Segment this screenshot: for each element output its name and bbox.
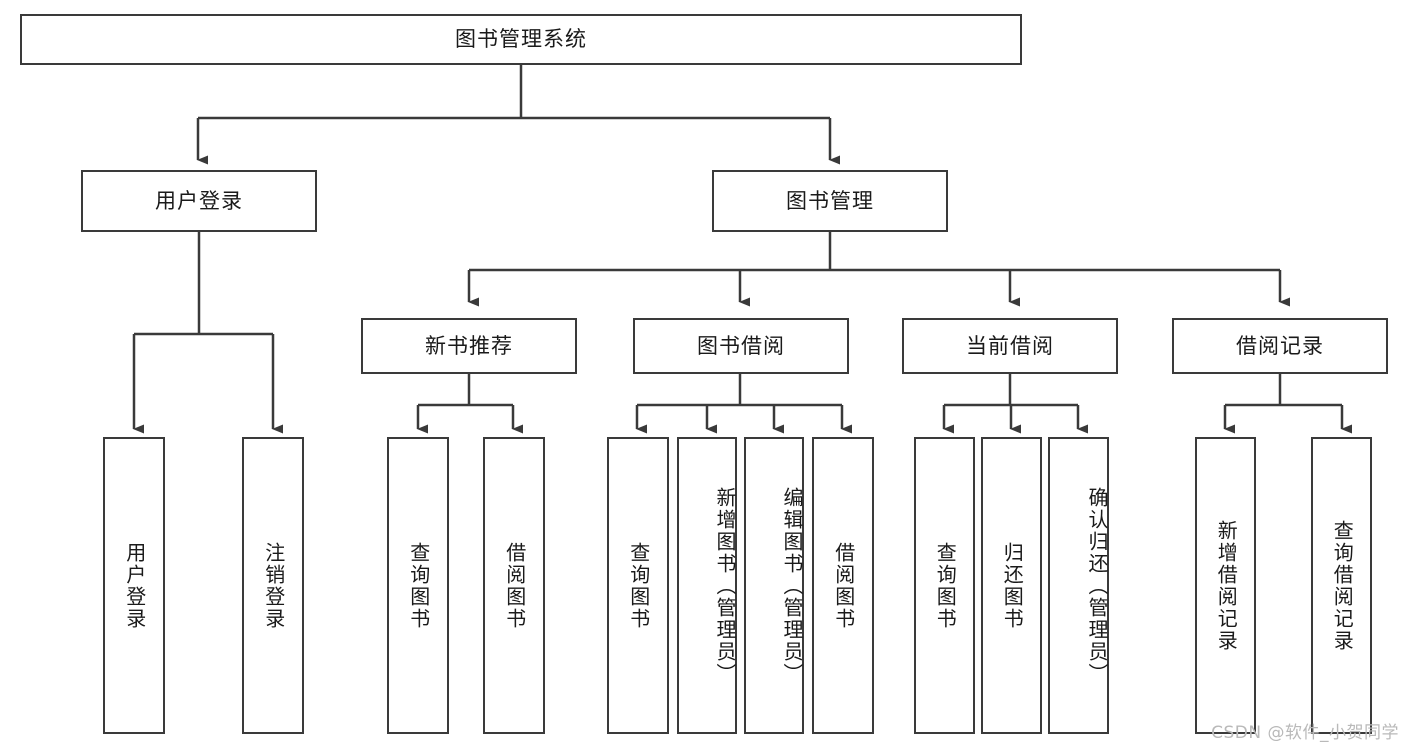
node-label: 查询借阅记录 [1330,519,1355,652]
node-label: 图书管理 [786,188,874,213]
leaf-new-book-query-book[interactable]: 查询图书 [387,437,449,734]
node-label: 编辑图书（管理员） [780,486,804,685]
leaf-borrow-record-add-record[interactable]: 新增借阅记录 [1195,437,1256,734]
node-label: 用户登录 [122,541,147,630]
node-label: 新增图书（管理员） [713,486,737,685]
node-label: 用户登录 [155,188,243,213]
leaf-book-borrow-borrow-book[interactable]: 借阅图书 [812,437,874,734]
leaf-book-borrow-edit-book-admin[interactable]: 编辑图书（管理员） [744,437,804,734]
node-label: 查询图书 [626,541,651,630]
node-label: 借阅图书 [502,541,527,630]
watermark: CSDN @软件_小贺同学 [1211,723,1399,743]
node-borrow-record[interactable]: 借阅记录 [1172,318,1388,374]
node-label: 新书推荐 [425,333,513,358]
leaf-book-borrow-query-book[interactable]: 查询图书 [607,437,669,734]
leaf-current-borrow-confirm-return-admin[interactable]: 确认归还（管理员） [1048,437,1109,734]
node-new-book-recommend[interactable]: 新书推荐 [361,318,577,374]
node-label: 当前借阅 [966,333,1054,358]
leaf-current-borrow-return-book[interactable]: 归还图书 [981,437,1042,734]
node-label: 查询图书 [933,541,958,630]
node-label: 借阅图书 [831,541,856,630]
node-label: 确认归还（管理员） [1085,486,1109,685]
leaf-book-borrow-add-book-admin[interactable]: 新增图书（管理员） [677,437,737,734]
node-label: 新增借阅记录 [1214,519,1239,652]
node-book-management[interactable]: 图书管理 [712,170,948,232]
node-current-borrow[interactable]: 当前借阅 [902,318,1118,374]
leaf-current-borrow-query-book[interactable]: 查询图书 [914,437,975,734]
node-book-borrow[interactable]: 图书借阅 [633,318,849,374]
node-label: 查询图书 [406,541,431,630]
leaf-user-login-logout[interactable]: 注销登录 [242,437,304,734]
node-root-book-management-system[interactable]: 图书管理系统 [20,14,1022,65]
node-label: 借阅记录 [1236,333,1324,358]
node-user-login[interactable]: 用户登录 [81,170,317,232]
leaf-new-book-borrow-book[interactable]: 借阅图书 [483,437,545,734]
node-label: 图书借阅 [697,333,785,358]
node-label: 注销登录 [261,541,286,630]
leaf-borrow-record-query-record[interactable]: 查询借阅记录 [1311,437,1372,734]
node-label: 图书管理系统 [455,27,587,52]
leaf-user-login-login[interactable]: 用户登录 [103,437,165,734]
node-label: 归还图书 [1000,541,1025,630]
